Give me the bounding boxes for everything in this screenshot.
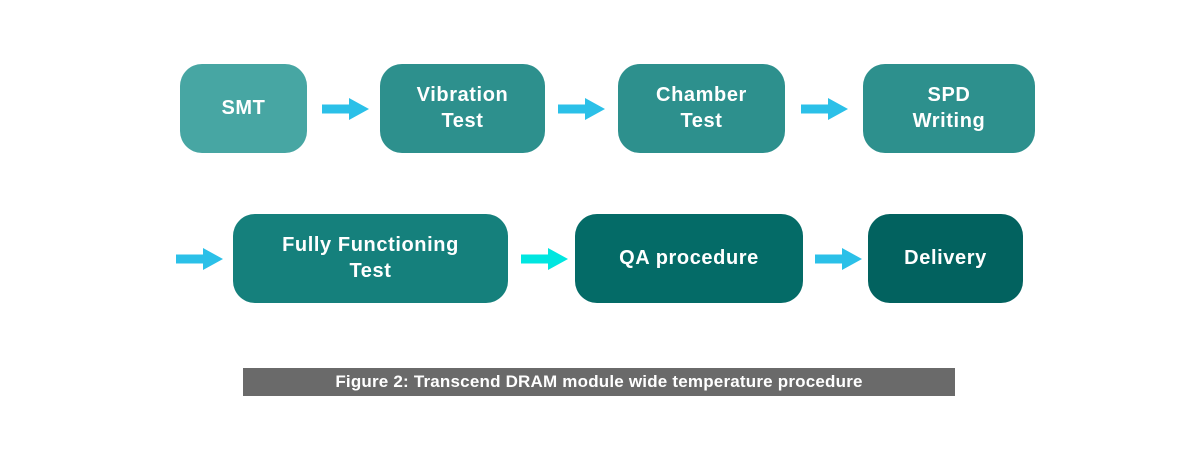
step-smt-label: SMT [221,96,266,119]
step-delivery: Delivery [868,214,1023,303]
step-spd-writing: SPD Writing [863,64,1035,153]
step-qa-procedure: QA procedure [575,214,803,303]
step-delivery-label: Delivery [904,246,987,269]
step-qa-procedure-label: QA procedure [619,246,759,269]
step-vibration-test-label: Vibration Test [416,83,509,132]
flow-arrow-icon [521,248,568,270]
step-spd-writing-label: SPD Writing [912,83,986,132]
flow-arrow-icon [815,248,862,270]
figure-caption-bar: Figure 2: Transcend DRAM module wide tem… [243,368,955,396]
flow-arrow-icon [801,98,848,120]
flow-arrow-icon [176,248,223,270]
figure-caption: Figure 2: Transcend DRAM module wide tem… [335,372,863,391]
step-fully-functioning-test: Fully Functioning Test [233,214,508,303]
step-chamber-test-label: Chamber Test [656,83,747,132]
flow-arrow-icon [322,98,369,120]
step-vibration-test: Vibration Test [380,64,545,153]
flow-arrow-icon [558,98,605,120]
step-smt: SMT [180,64,307,153]
step-chamber-test: Chamber Test [618,64,785,153]
step-fully-functioning-test-label: Fully Functioning Test [282,233,459,282]
